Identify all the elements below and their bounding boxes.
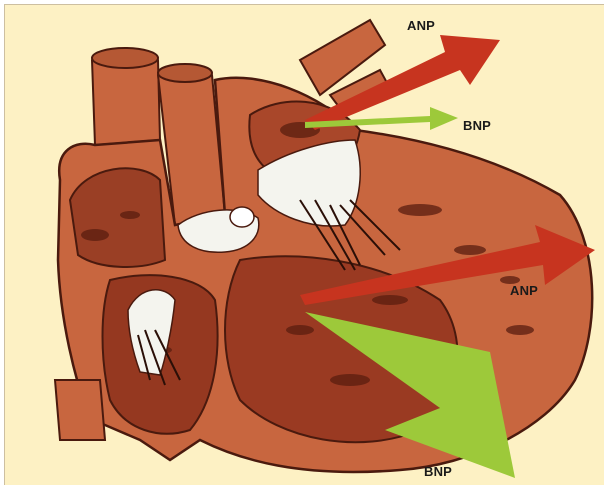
aorta-opening	[158, 64, 212, 82]
label-bnp-top: BNP	[463, 118, 491, 133]
label-bnp-bottom: BNP	[424, 464, 452, 479]
right-atrium	[70, 168, 165, 267]
inferior-vena-cava	[55, 380, 105, 440]
vena-cava-opening	[92, 48, 158, 68]
label-anp-top: ANP	[407, 18, 435, 33]
label-anp-right: ANP	[510, 283, 538, 298]
aortic-valve-cusp	[230, 207, 254, 227]
